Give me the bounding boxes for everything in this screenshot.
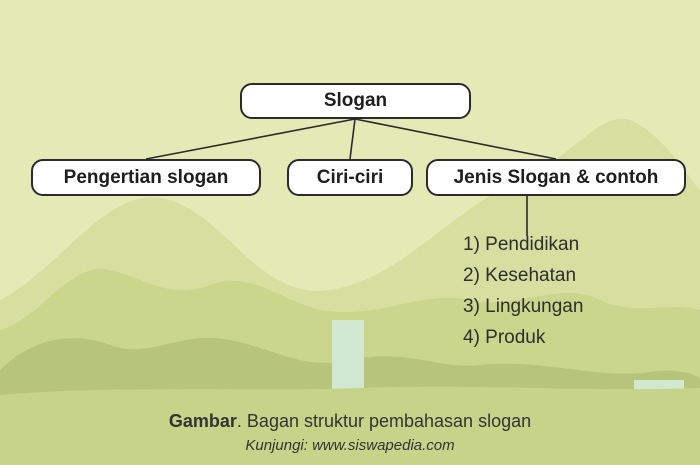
waterfall-left	[332, 320, 364, 390]
connector-root-to-jenis	[354, 118, 557, 160]
jenis-slogan-list: 1) Pendidikan 2) Kesehatan 3) Lingkungan…	[463, 233, 583, 357]
connector-root-to-pengertian	[145, 118, 356, 160]
caption-label: Gambar	[168, 411, 237, 431]
node-pengertian-slogan: Pengertian slogan	[31, 159, 261, 196]
caption-text: . Bagan struktur pembahasan slogan	[236, 411, 532, 431]
list-item-pendidikan: 1) Pendidikan	[463, 234, 580, 255]
ground	[0, 386, 700, 465]
root-node-slogan: Slogan	[240, 83, 471, 119]
node-ciri-ciri: Ciri-ciri	[287, 159, 413, 196]
connector-root-to-ciri	[349, 118, 356, 160]
list-item-lingkungan: 3) Lingkungan	[463, 296, 584, 317]
figure-caption: Gambar. Bagan struktur pembahasan slogan	[0, 411, 700, 432]
source-credit: Kunjungi: www.siswapedia.com	[245, 437, 455, 454]
list-item-produk: 4) Produk	[463, 327, 546, 348]
node-jenis-slogan: Jenis Slogan & contoh	[426, 159, 686, 196]
list-item-kesehatan: 2) Kesehatan	[463, 265, 577, 286]
